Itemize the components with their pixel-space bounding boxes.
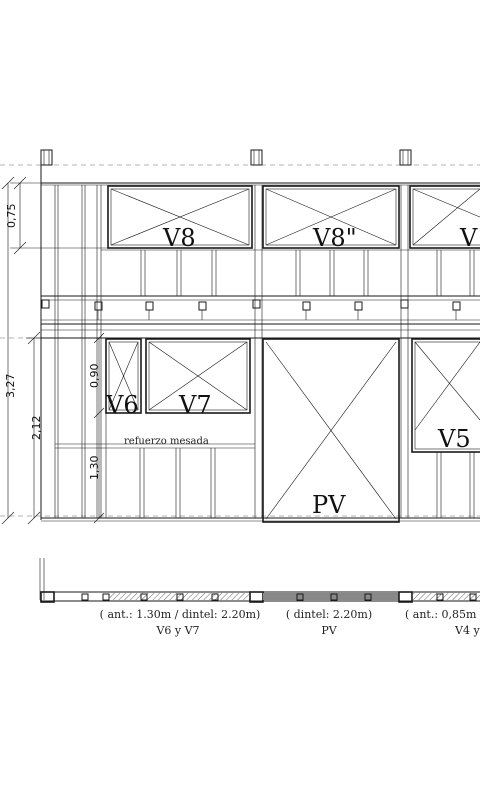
window-v8: V8 bbox=[107, 185, 253, 252]
window-v5: V5 bbox=[411, 338, 480, 518]
lower-studs-left: refuerzo mesada bbox=[55, 413, 255, 518]
caption-pv: PV bbox=[321, 624, 337, 637]
label-v8: V8 bbox=[162, 224, 196, 252]
window-v8-third: V bbox=[409, 185, 480, 252]
label-pv: PV bbox=[312, 491, 346, 519]
dim-075: 0,75 bbox=[5, 204, 18, 229]
caption-v6-v7: V6 y V7 bbox=[155, 624, 199, 637]
label-v8-third: V bbox=[459, 224, 478, 252]
dim-130: 1,30 bbox=[88, 456, 101, 481]
note-refuerzo-mesada: refuerzo mesada bbox=[124, 436, 209, 447]
window-v6: V6 bbox=[105, 338, 142, 419]
caption-pv-spec: ( dintel: 2.20m) bbox=[286, 608, 372, 621]
dimension-lines: 0,75 3,27 2,12 0,90 1,30 bbox=[1, 176, 108, 525]
plan-strip bbox=[39, 558, 480, 603]
door-pv: PV bbox=[262, 338, 400, 523]
caption-v4: V4 y bbox=[454, 624, 480, 637]
label-v7: V7 bbox=[178, 391, 212, 419]
frame bbox=[40, 165, 480, 522]
label-v6: V6 bbox=[105, 391, 139, 419]
dim-327: 3,27 bbox=[4, 374, 17, 399]
dim-212: 2,12 bbox=[30, 416, 43, 441]
beam-blocks bbox=[41, 299, 461, 320]
window-v8-second: V8" bbox=[262, 185, 400, 252]
upper-studs bbox=[101, 249, 480, 296]
label-v5: V5 bbox=[437, 425, 471, 453]
caption-v6-v7-spec: ( ant.: 1.30m / dintel: 2.20m) bbox=[100, 608, 261, 621]
label-v8-second: V8" bbox=[312, 224, 357, 252]
dim-090: 0,90 bbox=[88, 364, 101, 389]
top-posts bbox=[40, 149, 412, 166]
caption-v4-spec: ( ant.: 0,85m / bbox=[405, 608, 480, 621]
window-v7: V7 bbox=[145, 338, 251, 419]
captions: ( ant.: 1.30m / dintel: 2.20m) V6 y V7 (… bbox=[100, 608, 480, 637]
